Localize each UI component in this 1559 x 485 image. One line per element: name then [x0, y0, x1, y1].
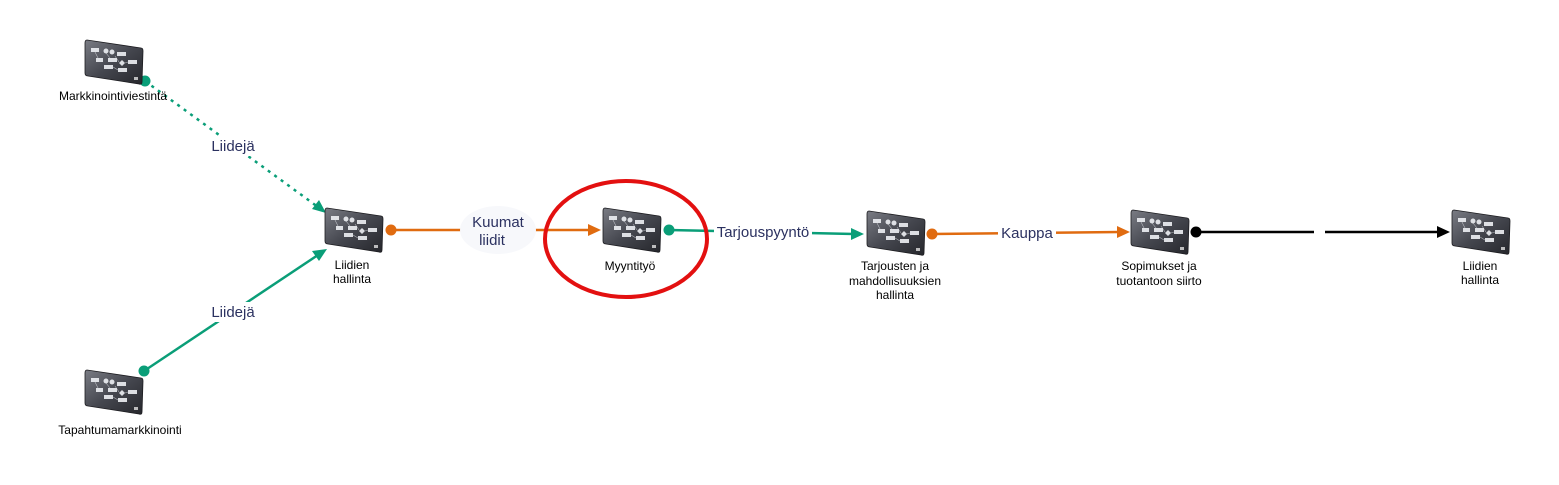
arrowhead-icon: [588, 224, 601, 236]
edge-markkinointi-liidien[interactable]: Liidejä: [139, 75, 327, 214]
arrowhead-icon: [312, 249, 327, 261]
process-icon: [602, 207, 662, 253]
edge-start-dot: [138, 365, 150, 377]
edge-start-dot: [926, 228, 938, 240]
node-sopimukset[interactable]: Sopimukset ja tuotantoon siirto: [1116, 209, 1202, 288]
node-liidien-hallinta[interactable]: Liidien hallinta: [324, 207, 384, 286]
node-label: hallinta: [876, 288, 914, 302]
edge-start-dot: [385, 224, 397, 236]
node-label: hallinta: [1461, 273, 1499, 287]
edge-label: Liidejä: [211, 138, 255, 155]
node-label: Myyntityö: [605, 259, 656, 273]
process-icon: [866, 210, 926, 256]
node-label: tuotantoon siirto: [1116, 274, 1202, 288]
node-label: Markkinointiviestintä: [59, 89, 167, 103]
edge-label: Kauppa: [1001, 225, 1053, 242]
edge-label: Tarjouspyyntö: [717, 224, 810, 241]
edge-start-dot: [1190, 226, 1202, 238]
node-label: Tapahtumamarkkinointi: [58, 423, 181, 437]
edge-label: Kuumat: [472, 214, 525, 231]
node-liidien-hallinta-2[interactable]: Liidien hallinta: [1451, 209, 1511, 287]
node-label: Liidien: [1463, 259, 1498, 273]
edge-tapahtuma-liidien[interactable]: Liidejä: [138, 249, 328, 377]
arrowhead-icon: [1437, 226, 1450, 238]
edge-sopimukset-liidien[interactable]: [1190, 226, 1451, 238]
arrowhead-icon: [851, 228, 864, 240]
node-label: Sopimukset ja: [1121, 259, 1197, 273]
node-label: Liidien: [335, 258, 370, 272]
edge-myynti-tarjousten[interactable]: Tarjouspyyntö: [663, 222, 865, 242]
node-tapahtumamarkkinointi[interactable]: Tapahtumamarkkinointi: [58, 369, 182, 437]
edge-liidien-myynti[interactable]: Kuumat liidit: [385, 206, 602, 254]
edge-start-dot: [663, 224, 675, 236]
arrowhead-icon: [312, 200, 326, 213]
process-icon: [1451, 209, 1511, 255]
node-myyntityo[interactable]: Myyntityö: [602, 207, 662, 273]
node-label: mahdollisuuksien: [849, 274, 941, 288]
process-icon: [324, 207, 384, 253]
edge-label: Liidejä: [211, 304, 255, 321]
process-icon: [84, 39, 144, 85]
node-markkinointiviestinta[interactable]: Markkinointiviestintä: [59, 39, 167, 103]
process-icon: [84, 369, 144, 415]
node-tarjousten-hallinta[interactable]: Tarjousten ja mahdollisuuksien hallinta: [849, 210, 941, 302]
edge-label: liidit: [479, 232, 506, 249]
edge-tarjousten-sopimukset[interactable]: Kauppa: [926, 223, 1131, 243]
node-label: Tarjousten ja: [861, 259, 929, 273]
node-label: hallinta: [333, 272, 371, 286]
highlight-circle: [543, 179, 709, 299]
process-icon: [1130, 209, 1190, 255]
arrowhead-icon: [1117, 226, 1130, 238]
